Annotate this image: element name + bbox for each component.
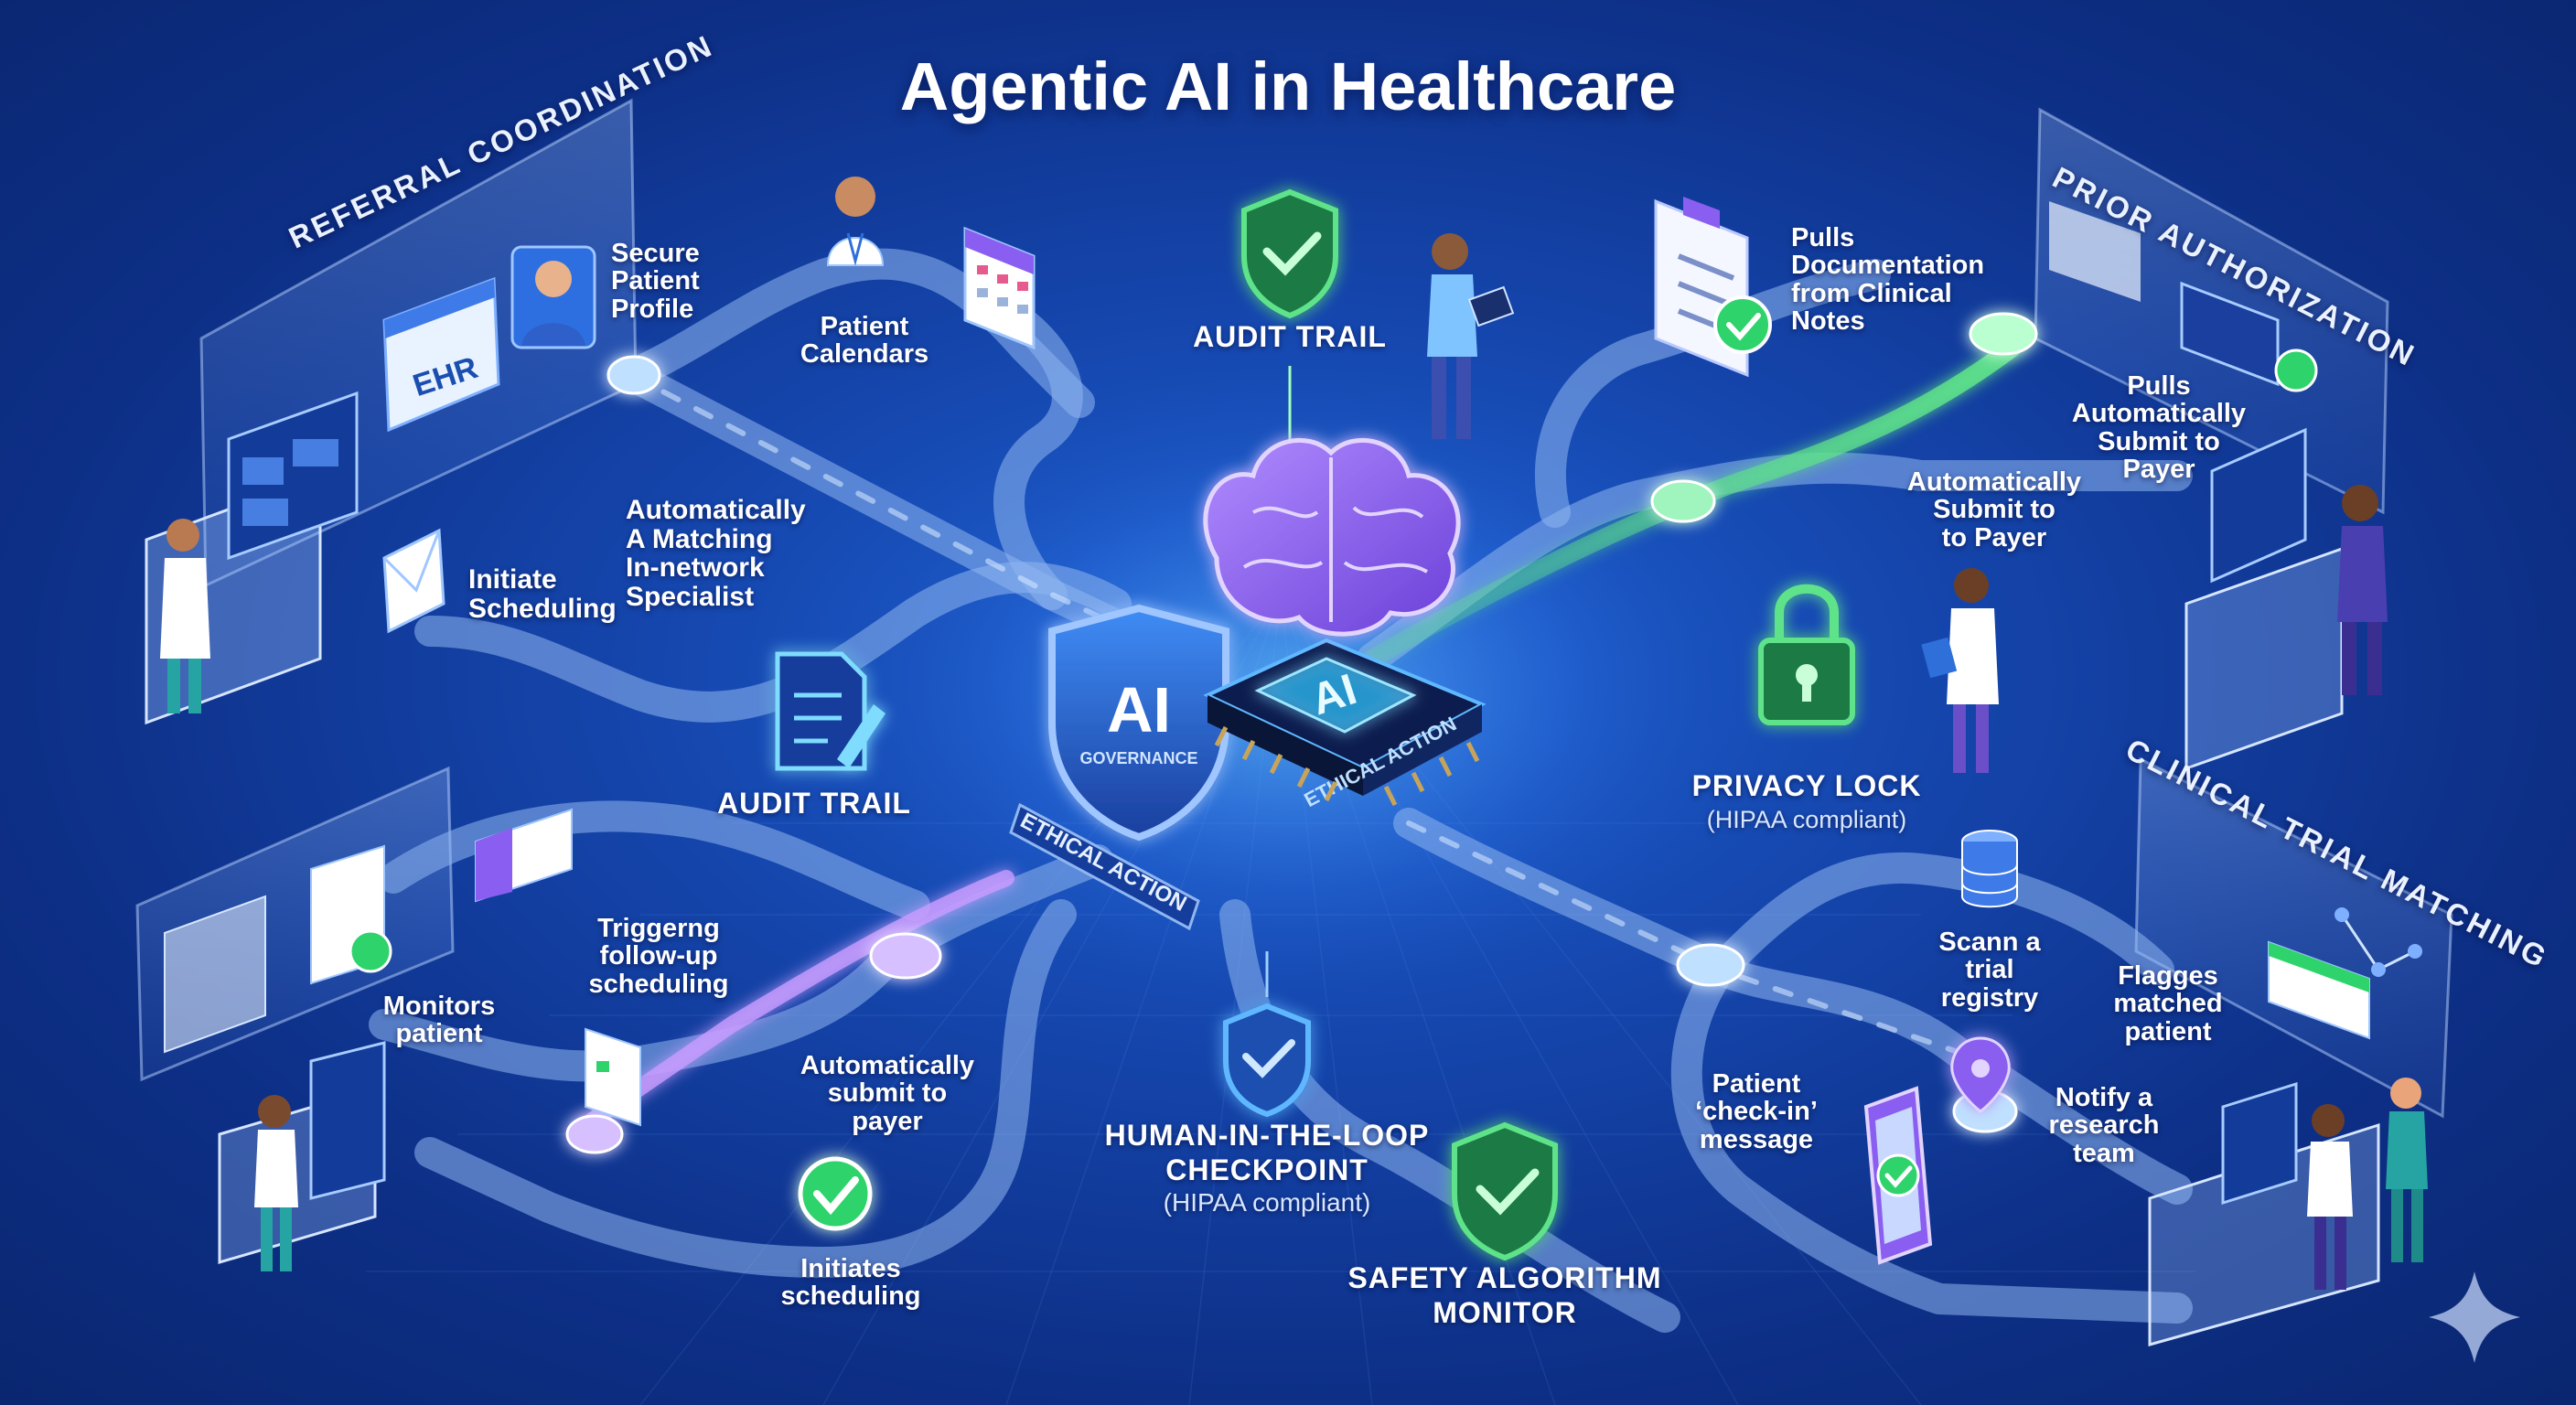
- label-audit-trail-top: AUDIT TRAIL: [1193, 320, 1387, 353]
- nurse-avatar-bottom-left: [254, 1095, 298, 1271]
- ai-chip: AI ETHICAL ACTION: [1203, 638, 1487, 811]
- kiosk-workstation: [218, 1041, 386, 1265]
- node-followup: [869, 932, 942, 980]
- label-auto-submit-lower: Automatically submit to payer: [800, 1051, 975, 1136]
- shield-check-icon-human-loop: [1223, 1003, 1311, 1118]
- label-monitors-patient: Monitors patient: [382, 992, 496, 1049]
- label-notify-research-team: Notify a research team: [2048, 1083, 2160, 1168]
- shield-check-icon-audit-top: [1241, 188, 1338, 319]
- ai-governance-shield: AI GOVERNANCE: [1048, 604, 1229, 842]
- check-circle-icon: [798, 1156, 873, 1231]
- map-pin-icon: [1950, 1036, 2011, 1113]
- secure-patient-profile-card: [510, 245, 596, 349]
- node-referral: [606, 355, 661, 395]
- brain-icon: [1203, 437, 1461, 637]
- label-auto-matching-specialist: Automatically A Matching In-network Spec…: [626, 495, 806, 612]
- shield-check-icon-safety: [1452, 1121, 1558, 1261]
- clipboard-check-icon: [1654, 197, 1772, 378]
- doctor-avatar-center-right: [1921, 568, 1999, 773]
- label-initiates-scheduling: Initiates scheduling: [780, 1254, 921, 1312]
- monitoring-screens: [164, 808, 573, 1054]
- shield-ai-text: AI: [1107, 674, 1171, 745]
- label-human-loop-sub: (HIPAA compliant): [1163, 1188, 1371, 1217]
- envelope-icon: [382, 528, 445, 634]
- label-privacy-lock: PRIVACY LOCK: [1691, 769, 1922, 802]
- phone-icon: [1863, 1086, 1933, 1265]
- node-checkin: [565, 1114, 624, 1154]
- calendar-icon: [963, 226, 1036, 350]
- padlock-icon: [1758, 584, 1855, 725]
- label-pulls-auto-submit: Pulls Automatically Submit to Payer: [2071, 371, 2247, 485]
- doctor-avatar-top: [826, 177, 885, 266]
- label-secure-patient-profile: Secure Patient Profile: [611, 239, 700, 324]
- ehr-window: EHR: [382, 276, 500, 433]
- trial-cards: [2268, 907, 2422, 1040]
- followup-document: [585, 1027, 641, 1127]
- research-nurse-avatar: [2386, 1078, 2428, 1262]
- clinical-trial-panel: [2134, 756, 2453, 1119]
- label-privacy-lock-sub: (HIPAA compliant): [1706, 806, 1907, 833]
- sparkle-icon: [2429, 1271, 2520, 1363]
- label-pulls-documentation: Pulls Documentation from Clinical Notes: [1791, 223, 1985, 337]
- page-title: Agentic AI in Healthcare: [899, 48, 1677, 124]
- label-flagges-matched-patient: Flagges matched patient: [2113, 961, 2223, 1046]
- label-patient-checkin-message: Patient ‘check-in’ message: [1695, 1069, 1818, 1154]
- label-triggering-followup: Triggerng follow-up scheduling: [588, 914, 729, 999]
- path-nodes: [565, 312, 2038, 1154]
- node-prior-auth-top: [1969, 312, 2038, 356]
- label-auto-submit-payer: Automatically Submit to to Payer: [1906, 467, 2082, 552]
- node-prior-auth-mid: [1650, 479, 1716, 523]
- doctor-avatar-referral: [160, 519, 210, 713]
- label-scan-trial-registry: Scann a trial registry: [1938, 928, 2041, 1013]
- document-edit-icon: [775, 651, 886, 771]
- label-audit-trail-left: AUDIT TRAIL: [717, 787, 911, 820]
- database-icon: [1961, 830, 2018, 908]
- nurse-avatar-top: [1427, 233, 1515, 439]
- label-patient-calendars: Patient Calendars: [800, 312, 929, 370]
- label-safety-algorithm-monitor: SAFETY ALGORITHM MONITOR: [1347, 1261, 1662, 1330]
- research-doctor-avatar: [2307, 1104, 2353, 1290]
- label-human-in-the-loop: HUMAN-IN-THE-LOOP CHECKPOINT: [1104, 1119, 1430, 1187]
- prior-auth-workstation: [2049, 201, 2388, 771]
- shield-governance-text: GOVERNANCE: [1079, 749, 1197, 767]
- node-trial: [1676, 943, 1745, 987]
- label-initiate-scheduling: Initiate Scheduling: [468, 564, 617, 624]
